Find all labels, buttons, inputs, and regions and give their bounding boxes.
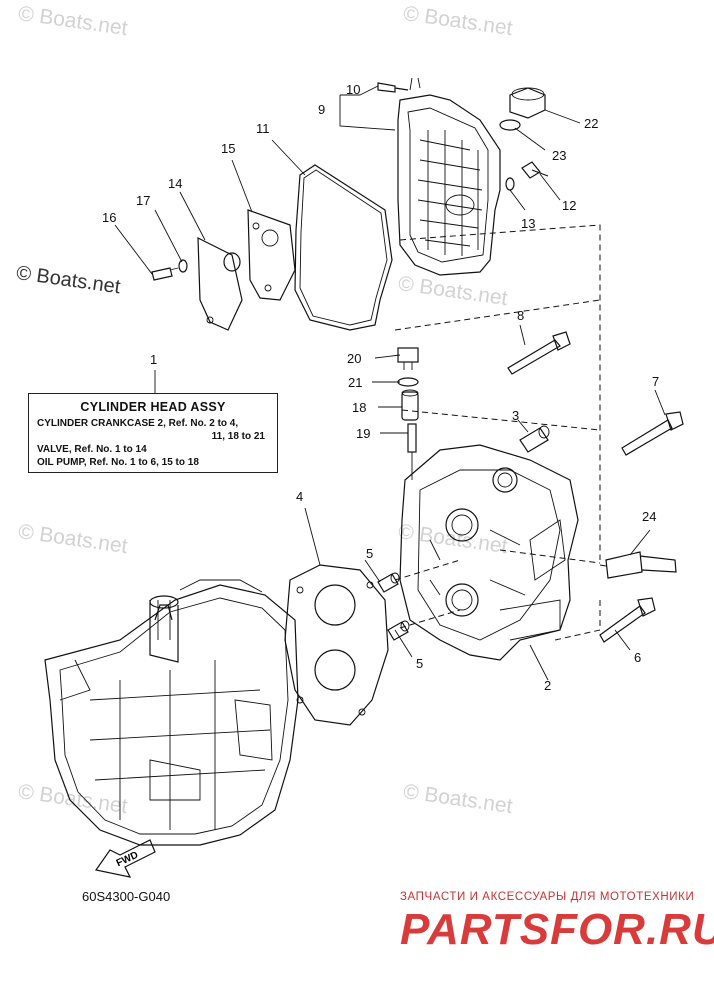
bushing-3 bbox=[519, 425, 550, 453]
legend-line: OIL PUMP, Ref. No. 1 to 6, 15 to 18 bbox=[37, 457, 199, 468]
valve-cover bbox=[397, 77, 501, 276]
callout-2: 2 bbox=[544, 678, 551, 693]
callout-10: 10 bbox=[346, 82, 360, 97]
bolt-10 bbox=[377, 82, 409, 93]
pump-plate bbox=[197, 237, 243, 331]
callout-5-lower: 5 bbox=[416, 656, 423, 671]
callout-15: 15 bbox=[221, 141, 235, 156]
washer-13 bbox=[505, 177, 515, 191]
callout-16: 16 bbox=[102, 210, 116, 225]
bolt-6 bbox=[599, 597, 656, 643]
footer-brand-logo: PARTSFOR.RU bbox=[400, 905, 714, 954]
callout-13: 13 bbox=[521, 216, 535, 231]
callout-12: 12 bbox=[562, 198, 576, 213]
bolt-8 bbox=[507, 331, 571, 375]
callout-22: 22 bbox=[584, 116, 598, 131]
crankcase-block bbox=[44, 579, 299, 846]
o-ring-21 bbox=[397, 377, 419, 387]
plug-20 bbox=[397, 347, 419, 370]
cylinder-head bbox=[399, 444, 579, 661]
bolt-12 bbox=[521, 161, 549, 179]
callout-19: 19 bbox=[356, 426, 370, 441]
legend-title: CYLINDER HEAD ASSY bbox=[80, 400, 226, 414]
callout-21: 21 bbox=[348, 375, 362, 390]
legend-line: 11, 18 to 21 bbox=[37, 430, 269, 443]
callout-14: 14 bbox=[168, 176, 182, 191]
head-gasket bbox=[284, 564, 389, 726]
legend-line: VALVE, Ref. No. 1 to 14 bbox=[37, 444, 147, 455]
callout-17: 17 bbox=[136, 193, 150, 208]
callout-4: 4 bbox=[296, 489, 303, 504]
oil-cap-22 bbox=[509, 87, 546, 119]
callout-6: 6 bbox=[634, 650, 641, 665]
spark-plug-24 bbox=[599, 551, 677, 579]
legend-line-continued: 11, 18 to 21 bbox=[211, 431, 265, 442]
callout-24: 24 bbox=[642, 509, 656, 524]
cover-gasket bbox=[294, 164, 393, 331]
footer-tagline: ЗАПЧАСТИ И АКСЕССУАРЫ ДЛЯ МОТОТЕХНИКИ bbox=[400, 891, 695, 903]
dowel-5-lower bbox=[387, 620, 410, 641]
leader-lines bbox=[114, 85, 666, 681]
callout-18: 18 bbox=[352, 400, 366, 415]
callout-1: 1 bbox=[150, 352, 157, 367]
callout-3: 3 bbox=[512, 408, 519, 423]
o-ring-23 bbox=[499, 119, 521, 131]
diagram-code: 60S4300-G040 bbox=[82, 889, 171, 904]
callout-5-upper: 5 bbox=[366, 546, 373, 561]
bolt-7 bbox=[621, 411, 684, 456]
alignment-lines bbox=[394, 224, 601, 641]
assembly-legend: CYLINDER HEAD ASSY CYLINDER CRANKCASE 2,… bbox=[28, 393, 278, 473]
dowel-5-upper bbox=[377, 572, 400, 593]
callout-8: 8 bbox=[517, 308, 524, 323]
screw-16 bbox=[151, 267, 179, 281]
cover-plate bbox=[247, 209, 296, 301]
callout-9: 9 bbox=[318, 102, 325, 117]
legend-line: CYLINDER CRANKCASE 2, Ref. No. 2 to 4, bbox=[37, 418, 239, 429]
callout-20: 20 bbox=[347, 351, 361, 366]
pin-19 bbox=[407, 423, 417, 480]
sleeve-18 bbox=[401, 389, 419, 421]
washer-17 bbox=[178, 259, 188, 273]
callout-23: 23 bbox=[552, 148, 566, 163]
callout-7: 7 bbox=[652, 374, 659, 389]
callouts: 10 9 11 15 14 17 16 22 23 12 13 8 20 21 … bbox=[102, 82, 659, 693]
callout-11: 11 bbox=[256, 121, 270, 136]
